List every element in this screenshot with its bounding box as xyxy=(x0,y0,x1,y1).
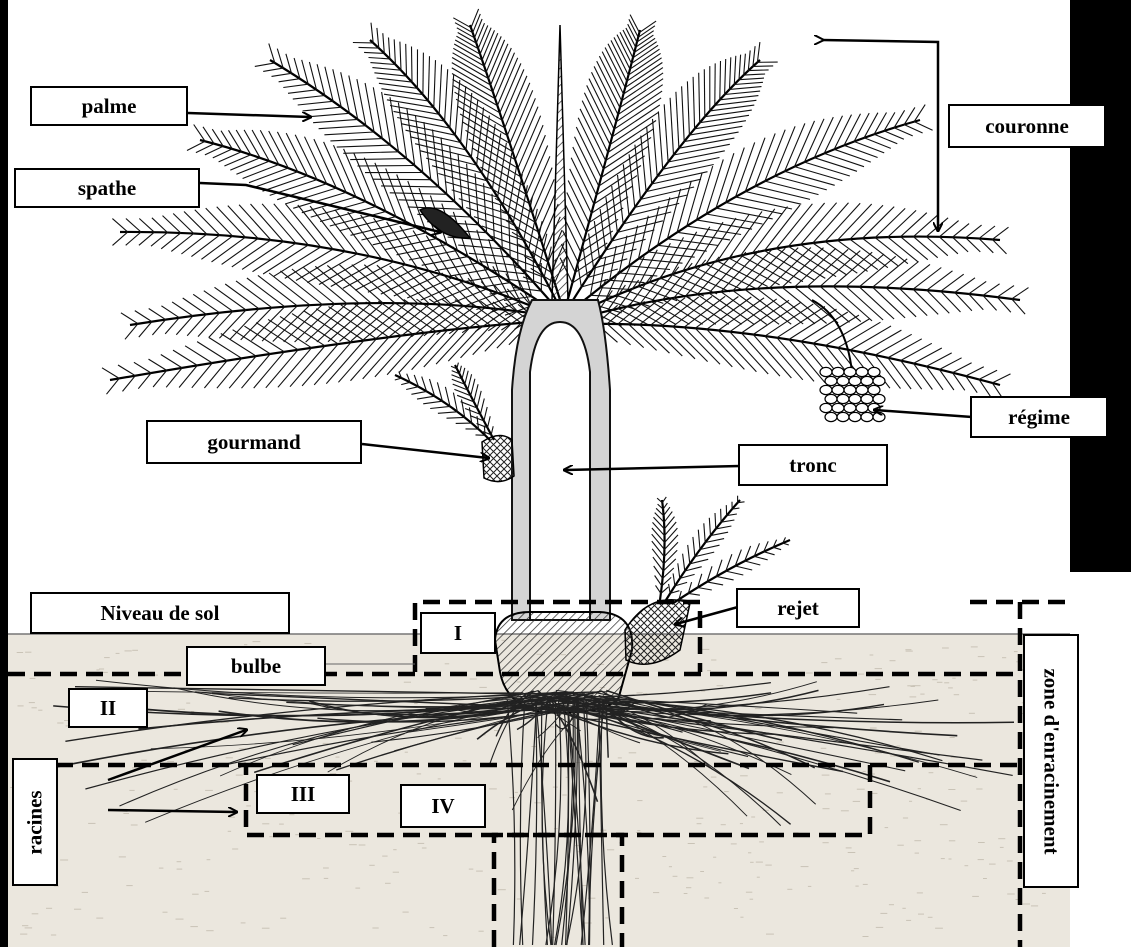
left-frame-border xyxy=(0,0,8,947)
label-racines: racines xyxy=(12,758,58,886)
label-palme: palme xyxy=(30,86,188,126)
label-bulbe: bulbe xyxy=(186,646,326,686)
label-rejet: rejet xyxy=(736,588,860,628)
label-zone-II: II xyxy=(68,688,148,728)
arrow-palme xyxy=(188,113,310,117)
arrow-couronne xyxy=(822,40,938,230)
label-zone-enracinement: zone d'enracinement xyxy=(1023,634,1079,888)
arrow-regime xyxy=(875,410,972,417)
label-gourmand: gourmand xyxy=(146,420,362,464)
label-tronc: tronc xyxy=(738,444,888,486)
right-frame-gap xyxy=(1070,572,1131,947)
label-regime: régime xyxy=(970,396,1108,438)
label-niveau-de-sol: Niveau de sol xyxy=(30,592,290,634)
label-zone-I: I xyxy=(420,612,496,654)
label-zone-III: III xyxy=(256,774,350,814)
trunk xyxy=(512,300,610,620)
arrow-gourmand xyxy=(362,444,488,458)
label-zone-IV: IV xyxy=(400,784,486,828)
label-racines-text: racines xyxy=(23,790,48,854)
label-spathe: spathe xyxy=(14,168,200,208)
label-couronne: couronne xyxy=(948,104,1106,148)
gourmand-leaves xyxy=(395,363,494,440)
label-zone-enracinement-text: zone d'enracinement xyxy=(1039,668,1064,854)
